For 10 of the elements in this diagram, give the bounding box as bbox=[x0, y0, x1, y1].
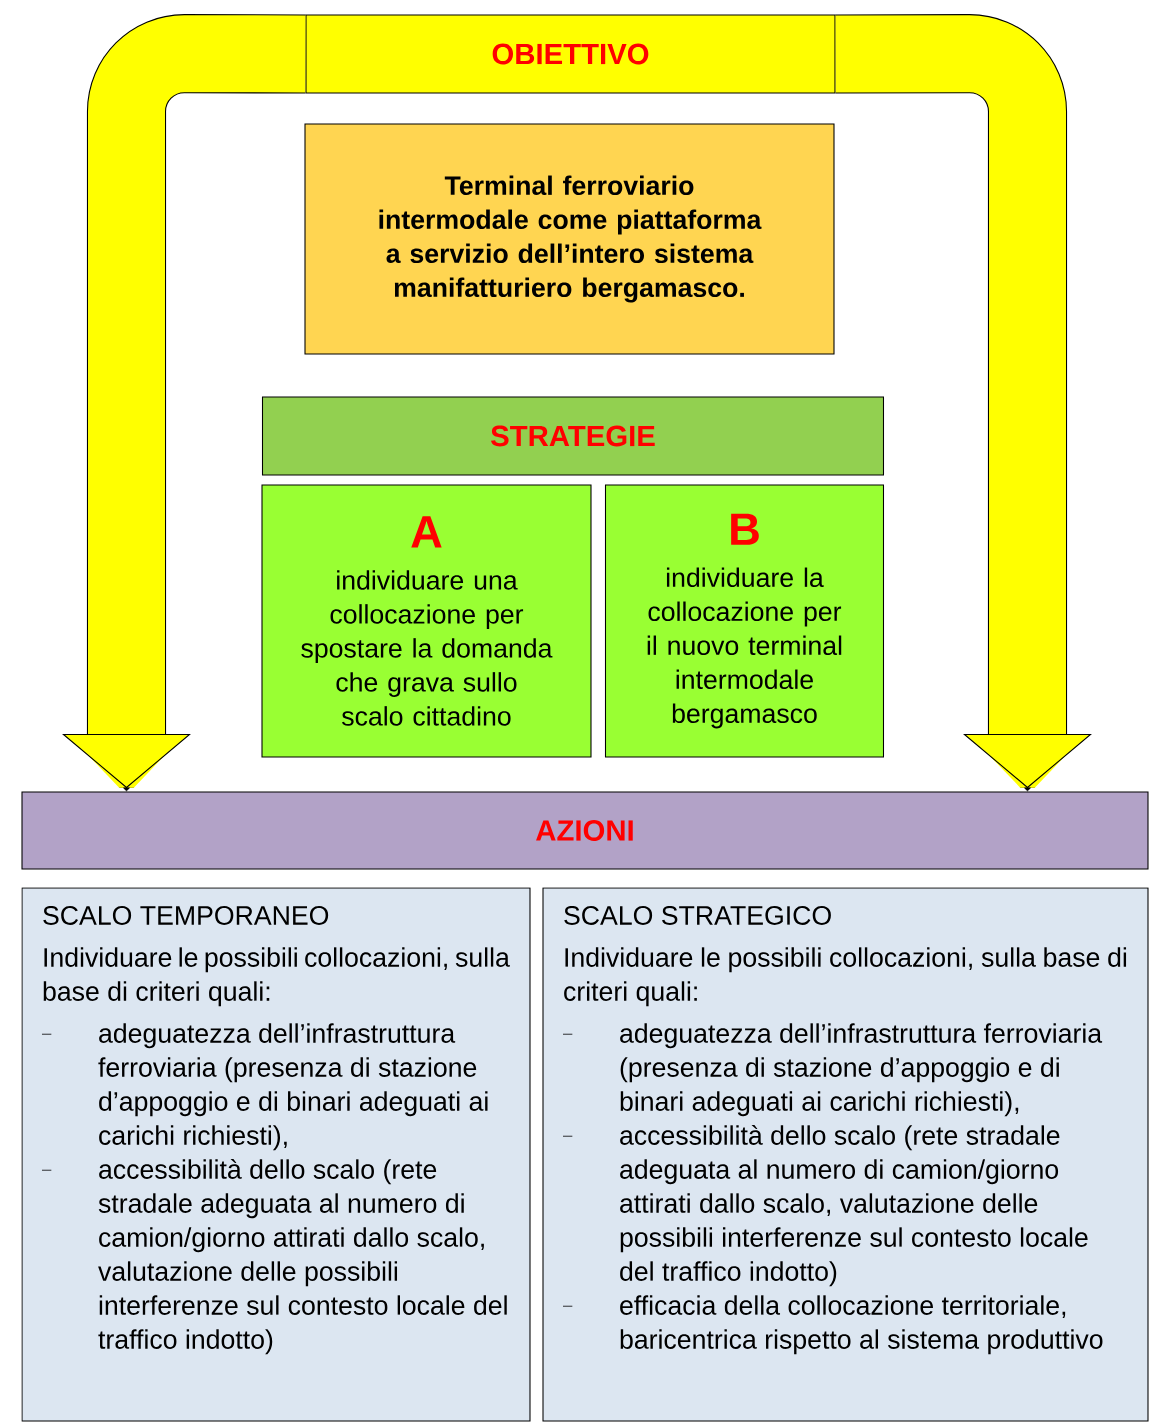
strategy-box: B individuare la collocazione per il nuovo terminal intermodale bergamasco bbox=[604, 484, 885, 758]
curved-arrow bbox=[62, 14, 306, 792]
strategy-header: STRATEGIE bbox=[261, 396, 885, 476]
objective-banner: OBIETTIVO bbox=[305, 14, 836, 94]
action-box: SCALO TEMPORANEO Individuare le possibili collocazioni, sulla base di criteri quali: adeguatezza dell’infrastruttura ferroviaria (presenza di stazione d’appoggio e di binari adeguati ai carichi richiesti), accessibilità dello scalo (rete stradale adeguata al numero di camion/giorno attirati dallo scalo, valutazione delle possibili interferenze sul contesto locale del traffico indotto) bbox=[21, 887, 531, 1422]
action-box: SCALO STRATEGICO Individuare le possibili collocazioni, sulla base di criteri quali: adeguatezza dell’infrastruttura ferroviaria (presenza di stazione d’appoggio e di binari adeguati ai carichi richiesti), accessibilità dello scalo (rete stradale adeguata al numero di camion/giorno attirati dallo scalo, valutazione delle possibili interferenze sul contesto locale del traffico indotto) efficacia della collocazione territoriale, baricentrica rispetto al sistema produttivo bbox=[542, 887, 1149, 1422]
actions-header: AZIONI bbox=[21, 791, 1149, 870]
goal-box: Terminal ferroviario intermodale come piattaforma a servizio dell’intero sistema manifatturiero bergamasco. bbox=[304, 123, 835, 355]
strategy-box: A individuare una collocazione per spostare la domanda che grava sullo scalo cittadino bbox=[261, 484, 592, 758]
curved-arrow bbox=[835, 14, 1092, 792]
